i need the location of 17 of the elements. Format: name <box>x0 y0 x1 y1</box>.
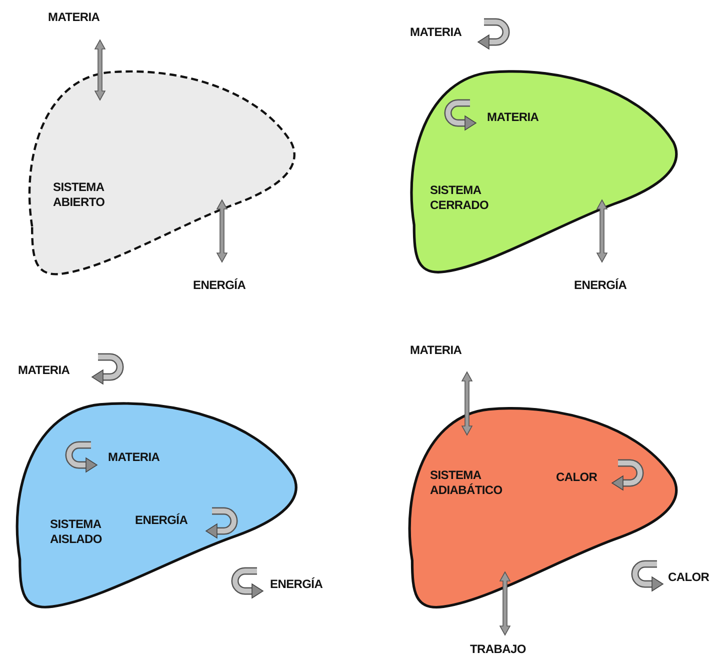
system-label: CALOR <box>556 470 598 485</box>
exchange-label: MATERIA <box>18 363 70 378</box>
system-label: SISTEMA CERRADO <box>430 183 490 213</box>
system-label: SISTEMA ABIERTO <box>53 180 106 210</box>
system-label: MATERIA <box>108 450 160 465</box>
system-label: MATERIA <box>487 110 539 125</box>
exchange-label: MATERIA <box>410 25 462 40</box>
exchange-label: TRABAJO <box>470 642 526 657</box>
exchange-label: ENERGÍA <box>270 577 323 592</box>
exchange-label: ENERGÍA <box>193 278 246 293</box>
system-label: SISTEMA AISLADO <box>50 517 103 547</box>
system-label: ENERGÍA <box>135 513 188 528</box>
exchange-label: MATERIA <box>48 10 100 25</box>
exchange-label: MATERIA <box>410 343 462 358</box>
exchange-label: CALOR <box>668 570 710 585</box>
system-label: SISTEMA ADIABÁTICO <box>430 468 504 498</box>
exchange-label: ENERGÍA <box>574 278 627 293</box>
